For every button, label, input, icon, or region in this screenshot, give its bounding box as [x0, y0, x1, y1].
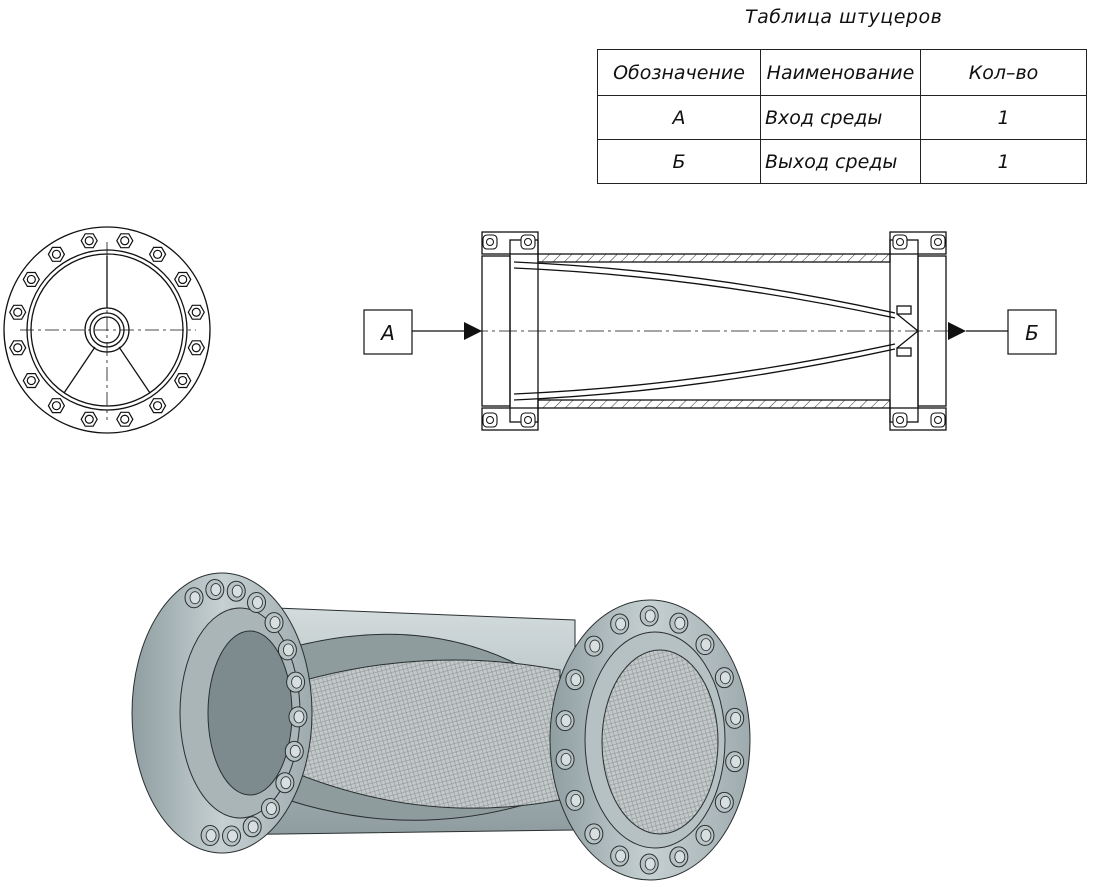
bolt-icon	[714, 667, 734, 689]
outlet-callout: Б	[948, 309, 1057, 355]
bolt-icon	[669, 612, 689, 634]
bolt-circle	[9, 233, 205, 427]
bolt-icon	[284, 740, 304, 762]
bolt-icon	[565, 789, 585, 811]
bolt-icon	[930, 234, 946, 250]
bolt-icon	[47, 398, 66, 414]
bolt-icon	[288, 706, 308, 728]
bolt-icon	[116, 411, 134, 427]
bolt-icon	[275, 772, 295, 794]
bolt-icon	[200, 824, 220, 846]
bolt-icon	[520, 412, 536, 428]
header-name: Наименование	[760, 49, 921, 96]
bolt-icon	[610, 845, 630, 867]
bolt-icon	[80, 233, 98, 249]
bolt-icon	[725, 751, 745, 773]
bolt-icon	[930, 412, 946, 428]
header-quantity: Кол–во	[920, 49, 1087, 96]
cell-quantity: 1	[920, 139, 1087, 184]
end-view	[3, 226, 211, 434]
bolt-icon	[482, 234, 498, 250]
bolt-icon	[695, 824, 715, 846]
bolt-icon	[205, 579, 225, 601]
bolt-icon	[669, 846, 689, 868]
bolt-icon	[520, 234, 536, 250]
bolt-icon	[892, 412, 908, 428]
table-title: Таблица штуцеров	[745, 6, 943, 28]
cell-designation: А	[597, 95, 761, 140]
table-row: Б Выход среды 1	[597, 139, 1087, 184]
bolt-icon	[187, 340, 205, 356]
bolt-icon	[187, 304, 205, 320]
isometric-view	[131, 572, 751, 881]
bolt-icon	[639, 605, 659, 627]
bolt-icon	[482, 412, 498, 428]
bolt-icon	[639, 853, 659, 875]
bolt-icon	[584, 635, 604, 657]
bolt-icon	[714, 791, 734, 813]
inlet-label: А	[379, 321, 395, 345]
outlet-label: Б	[1025, 321, 1039, 345]
bolt-icon	[565, 669, 585, 691]
header-designation: Обозначение	[597, 49, 761, 96]
bolt-icon	[277, 639, 297, 661]
side-bolts	[482, 234, 946, 428]
nozzle-table: Обозначение Наименование Кол–во А Вход с…	[597, 49, 1087, 184]
bolt-icon	[22, 271, 40, 287]
table-header-row: Обозначение Наименование Кол–во	[597, 49, 1087, 96]
bolt-icon	[116, 233, 134, 249]
bolt-icon	[222, 825, 242, 847]
section-view	[470, 231, 958, 431]
bolt-icon	[695, 634, 715, 656]
inlet-callout: А	[363, 309, 482, 355]
bolt-icon	[555, 710, 575, 732]
bolt-icon	[610, 613, 630, 635]
bolt-icon	[226, 580, 246, 602]
cell-name: Вход среды	[760, 95, 921, 140]
bolt-icon	[80, 411, 98, 427]
bolt-icon	[555, 748, 575, 770]
cell-designation: Б	[597, 139, 761, 184]
bolt-icon	[174, 271, 192, 287]
cell-name: Выход среды	[760, 139, 921, 184]
bolt-icon	[286, 671, 306, 693]
bolt-icon	[242, 816, 262, 838]
flange-bolts	[184, 579, 745, 875]
bolt-icon	[184, 587, 204, 609]
bolt-icon	[47, 246, 66, 262]
bolt-icon	[264, 612, 284, 634]
bolt-icon	[148, 246, 167, 262]
bolt-icon	[247, 592, 267, 614]
table-row: А Вход среды 1	[597, 95, 1087, 140]
bolt-icon	[148, 398, 167, 414]
bolt-icon	[584, 823, 604, 845]
bolt-icon	[22, 373, 40, 389]
bolt-icon	[9, 340, 27, 356]
bolt-icon	[260, 798, 280, 820]
bolt-icon	[174, 373, 192, 389]
bolt-icon	[725, 707, 745, 729]
bolt-icon	[9, 304, 27, 320]
bolt-icon	[892, 234, 908, 250]
